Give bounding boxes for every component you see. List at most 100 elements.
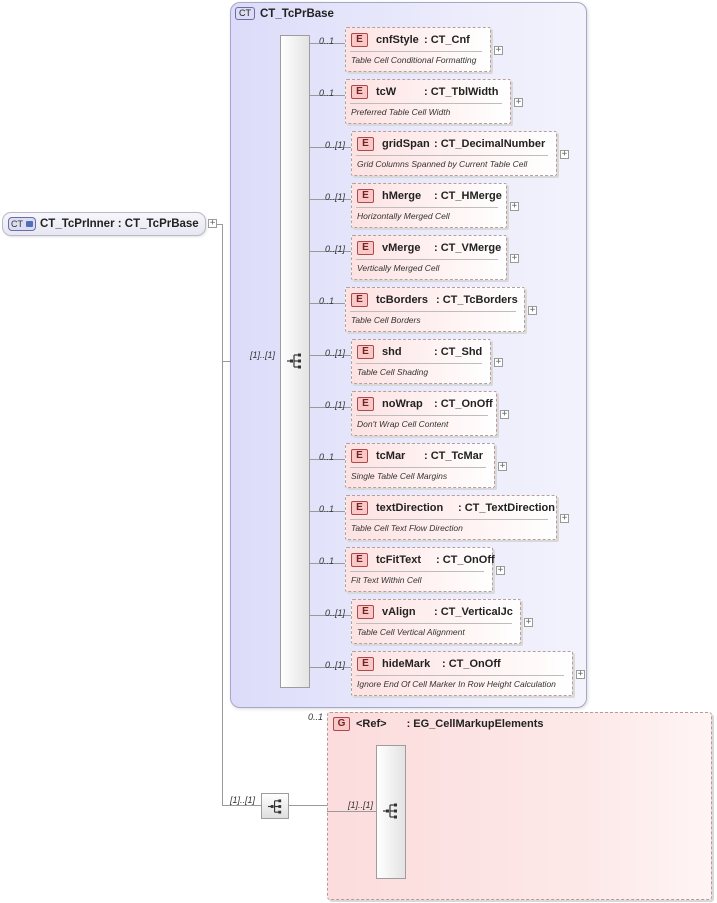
element-name: textDirection — [376, 502, 444, 514]
expand-icon[interactable]: + — [494, 45, 503, 55]
element-description: Preferred Table Cell Width — [351, 107, 451, 117]
element-name: tcW — [376, 86, 397, 98]
expand-icon[interactable]: + — [514, 97, 523, 107]
element-description: Table Cell Shading — [357, 367, 429, 377]
element-icon: E — [351, 33, 368, 47]
expand-icon[interactable]: + — [510, 201, 519, 211]
element-name: tcMar — [376, 450, 406, 462]
expand-icon[interactable]: + — [576, 669, 585, 679]
expand-icon[interactable]: + — [510, 253, 519, 263]
element-icon: E — [357, 345, 374, 359]
connector-line — [310, 95, 345, 96]
group-sequence-compositor[interactable] — [376, 745, 406, 879]
group-header: G<Ref>: EG_CellMarkupElements — [333, 717, 544, 732]
element-description: Table Cell Borders — [351, 315, 421, 325]
group-name: : EG_CellMarkupElements — [406, 718, 544, 730]
element-name: gridSpan — [382, 138, 430, 150]
element-name: tcFitText — [376, 554, 422, 566]
element-description: Vertically Merged Cell — [357, 263, 440, 273]
group-icon: G — [333, 717, 350, 731]
sequence-compositor-small[interactable] — [261, 793, 289, 819]
element-multiplicity: 0..[1] — [325, 192, 346, 202]
connector-line — [310, 459, 345, 460]
connector-line — [310, 355, 351, 356]
connector-line — [310, 615, 351, 616]
element-icon: E — [351, 293, 368, 307]
root-expand-icon[interactable]: + — [208, 218, 217, 228]
element-icon: E — [357, 189, 374, 203]
element-description: Table Cell Vertical Alignment — [357, 627, 465, 637]
expand-icon[interactable]: + — [500, 409, 509, 419]
element-description: Ignore End Of Cell Marker In Row Height … — [357, 679, 556, 689]
element-description: Grid Columns Spanned by Current Table Ce… — [357, 159, 528, 169]
element-separator — [350, 311, 516, 312]
connector-line — [222, 805, 261, 806]
expand-icon[interactable]: + — [498, 461, 507, 471]
element-description: Horizontally Merged Cell — [357, 211, 450, 221]
element-separator — [350, 103, 502, 104]
sequence-multiplicity: [1]..[1] — [250, 350, 276, 360]
element-separator — [356, 363, 482, 364]
element-multiplicity: 0..1 — [319, 296, 335, 306]
expand-icon[interactable]: + — [524, 617, 533, 627]
element-description: Don't Wrap Cell Content — [357, 419, 449, 429]
connector-line — [310, 303, 345, 304]
expand-icon[interactable]: + — [528, 305, 537, 315]
element-type: : CT_OnOff — [442, 658, 501, 670]
element-multiplicity: 0..[1] — [325, 660, 346, 670]
connector-line — [222, 224, 223, 806]
element-multiplicity: 0..1 — [319, 504, 335, 514]
element-icon: E — [357, 137, 374, 151]
element-icon: E — [351, 85, 368, 99]
element-multiplicity: 0..[1] — [325, 608, 346, 618]
element-multiplicity: 0..1 — [319, 88, 335, 98]
element-icon: E — [357, 657, 374, 671]
connector-line — [310, 563, 345, 564]
element-separator — [356, 675, 564, 676]
element-type: : CT_TcMar — [424, 450, 484, 462]
connector-line — [310, 147, 351, 148]
element-separator — [356, 259, 498, 260]
element-icon: E — [351, 449, 368, 463]
element-type: : CT_Cnf — [424, 34, 470, 46]
expand-icon[interactable]: + — [560, 513, 569, 523]
expand-icon[interactable]: + — [560, 149, 569, 159]
connector-line — [310, 407, 351, 408]
element-icon: E — [357, 605, 374, 619]
element-type: : CT_OnOff — [434, 398, 493, 410]
element-name: hideMark — [382, 658, 431, 670]
element-separator — [356, 207, 498, 208]
element-icon: E — [351, 501, 368, 515]
element-type: : CT_DecimalNumber — [434, 138, 546, 150]
complex-type-icon: CT — [235, 7, 255, 20]
connector-line — [310, 667, 351, 668]
choice-multiplicity: [1]..[1] — [230, 795, 256, 805]
element-multiplicity: 0..[1] — [325, 348, 346, 358]
element-description: Single Table Cell Margins — [351, 471, 448, 481]
sequence-icon — [287, 353, 301, 369]
element-type: : CT_VMerge — [434, 242, 502, 254]
element-multiplicity: 0..1 — [319, 556, 335, 566]
root-type-label: CT_TcPrInner : CT_TcPrBase — [40, 218, 199, 230]
expand-icon[interactable]: + — [496, 565, 505, 575]
element-icon: E — [357, 397, 374, 411]
element-name: hMerge — [382, 190, 422, 202]
element-type: : CT_Shd — [434, 346, 483, 358]
root-complex-type[interactable]: CT CT_TcPrInner : CT_TcPrBase — [2, 212, 206, 236]
element-name: vAlign — [382, 606, 416, 618]
expand-icon[interactable]: + — [494, 357, 503, 367]
